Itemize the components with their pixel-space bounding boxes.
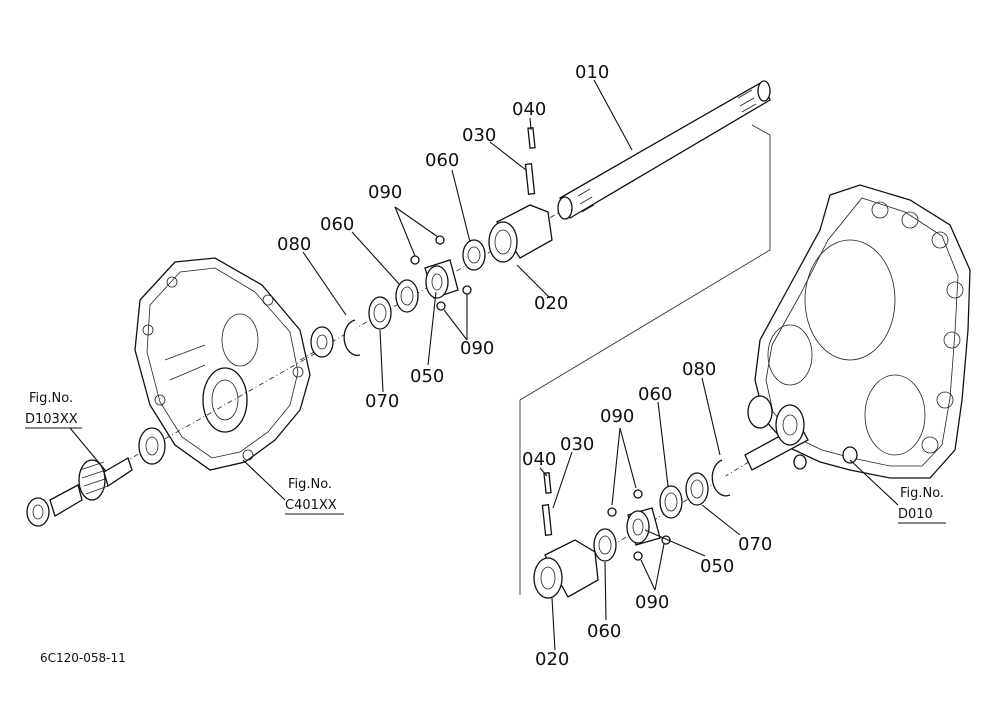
callout-010: 010 xyxy=(575,62,609,83)
callout-090-lower-top: 090 xyxy=(600,406,634,427)
callout-060-lower-right: 060 xyxy=(638,384,672,405)
callout-020-lower: 020 xyxy=(535,649,569,670)
callout-070-upper: 070 xyxy=(365,391,399,412)
callout-050-upper: 050 xyxy=(410,366,444,387)
transmission-case-left xyxy=(134,257,311,471)
callout-040-upper: 040 xyxy=(512,99,546,120)
input-shaft-left xyxy=(26,344,331,527)
ref-d103-line2: D103XX xyxy=(25,412,78,427)
callout-060-upper-right: 060 xyxy=(425,150,459,171)
ref-d103-line1: Fig.No. xyxy=(29,391,73,406)
assembly-frame-lines xyxy=(519,124,771,595)
callout-090-lower-bottom: 090 xyxy=(635,592,669,613)
callout-090-upper-top: 090 xyxy=(368,182,402,203)
leader-lines xyxy=(69,79,899,651)
callout-030-lower: 030 xyxy=(560,434,594,455)
callout-040-lower: 040 xyxy=(522,449,556,470)
part-callouts: 010 040 030 060 090 060 080 020 090 050 … xyxy=(277,62,772,670)
callout-060-lower-left: 060 xyxy=(587,621,621,642)
figure-references: Fig.No. D103XX Fig.No. C401XX Fig.No. D0… xyxy=(25,391,946,524)
callout-020-upper: 020 xyxy=(534,293,568,314)
ref-c401-line2: C401XX xyxy=(285,498,337,513)
lower-assembly xyxy=(533,454,761,599)
callout-080-upper: 080 xyxy=(277,234,311,255)
callout-090-upper-bottom: 090 xyxy=(460,338,494,359)
callout-060-upper-left: 060 xyxy=(320,214,354,235)
drawing-code: 6C120-058-11 xyxy=(40,651,126,665)
callout-070-lower: 070 xyxy=(738,534,772,555)
ref-d010-line1: Fig.No. xyxy=(900,486,944,501)
ref-d010-line2: D010 xyxy=(898,507,933,522)
callout-080-lower: 080 xyxy=(682,359,716,380)
upper-assembly xyxy=(299,80,771,361)
gear-housing-right xyxy=(744,184,971,479)
ref-c401-line1: Fig.No. xyxy=(288,477,332,492)
callout-030-upper: 030 xyxy=(462,125,496,146)
callout-050-lower: 050 xyxy=(700,556,734,577)
